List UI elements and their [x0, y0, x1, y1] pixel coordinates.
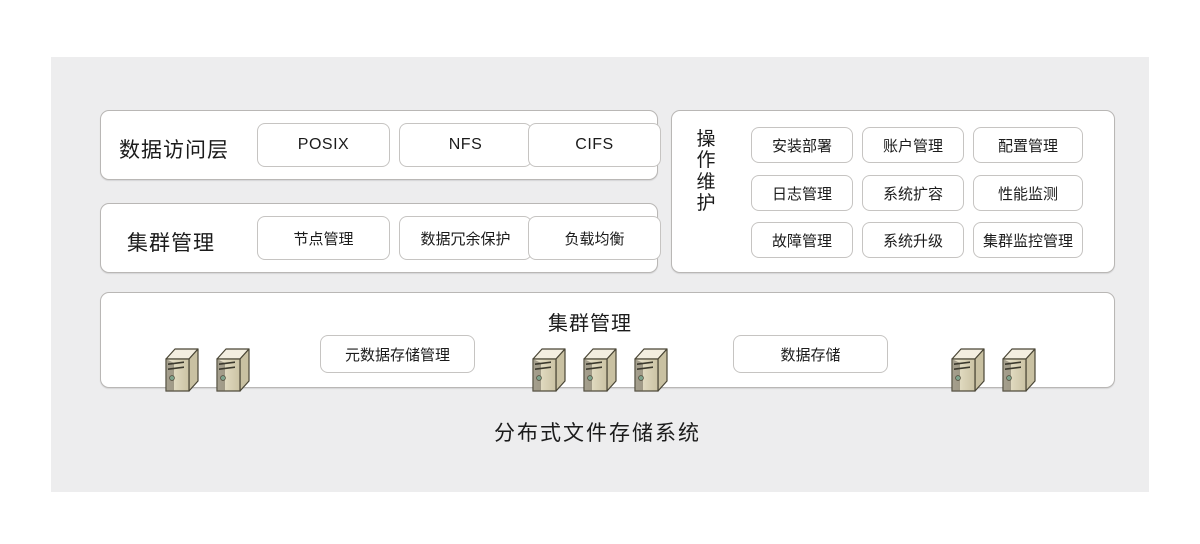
- chip-system-expansion[interactable]: 系统扩容: [862, 175, 964, 211]
- chip-install-deploy[interactable]: 安装部署: [751, 127, 853, 163]
- chip-nfs[interactable]: NFS: [399, 123, 532, 167]
- chip-performance-monitoring[interactable]: 性能监测: [973, 175, 1083, 211]
- server-icon: [632, 345, 670, 393]
- server-icon: [163, 345, 201, 393]
- server-icon: [581, 345, 619, 393]
- chip-data-redundancy-protection[interactable]: 数据冗余保护: [399, 216, 532, 260]
- chip-cifs[interactable]: CIFS: [528, 123, 661, 167]
- chip-data-storage[interactable]: 数据存储: [733, 335, 888, 373]
- server-icon: [530, 345, 568, 393]
- cluster-management-layer-title: 集群管理: [127, 232, 215, 255]
- data-access-layer-title: 数据访问层: [119, 139, 229, 162]
- storage-cluster-panel-title: 集群管理: [548, 313, 632, 335]
- chip-node-management[interactable]: 节点管理: [257, 216, 390, 260]
- chip-fault-management[interactable]: 故障管理: [751, 222, 853, 258]
- chip-log-management[interactable]: 日志管理: [751, 175, 853, 211]
- server-icon: [949, 345, 987, 393]
- chip-account-management[interactable]: 账户管理: [862, 127, 964, 163]
- chip-posix[interactable]: POSIX: [257, 123, 390, 167]
- diagram-canvas: 数据访问层 POSIX NFS CIFS 集群管理 节点管理 数据冗余保护 负载…: [51, 57, 1149, 492]
- diagram-caption: 分布式文件存储系统: [494, 422, 701, 445]
- chip-configuration-management[interactable]: 配置管理: [973, 127, 1083, 163]
- server-icon: [214, 345, 252, 393]
- server-icon: [1000, 345, 1038, 393]
- chip-system-upgrade[interactable]: 系统升级: [862, 222, 964, 258]
- chip-cluster-monitoring-management[interactable]: 集群监控管理: [973, 222, 1083, 258]
- operations-maintenance-title: 操作维护: [696, 129, 716, 214]
- chip-metadata-storage-management[interactable]: 元数据存储管理: [320, 335, 475, 373]
- chip-load-balancing[interactable]: 负载均衡: [528, 216, 661, 260]
